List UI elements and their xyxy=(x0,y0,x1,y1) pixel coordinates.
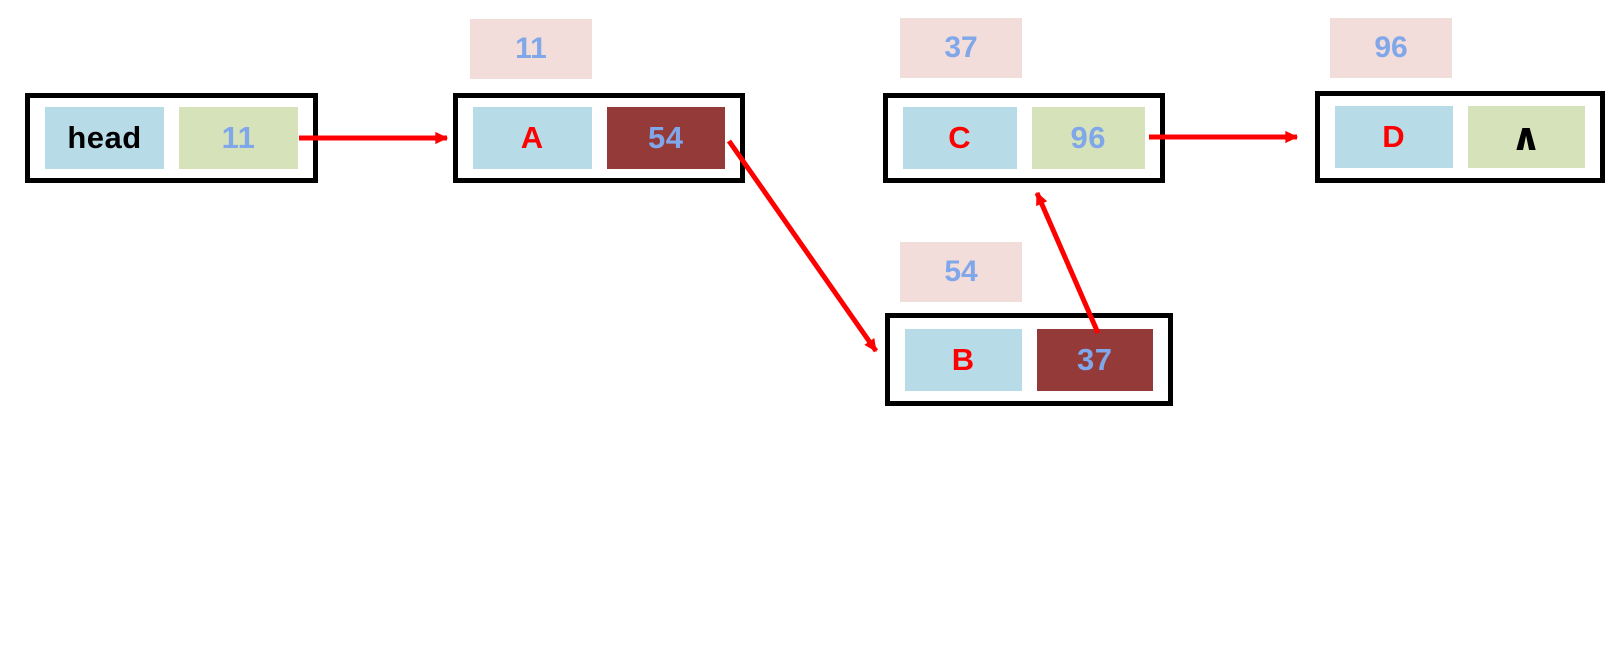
node-c-next-field: 96 xyxy=(1031,107,1145,169)
node-d-null-pointer-field: ∧ xyxy=(1467,106,1585,168)
node-head: head 11 xyxy=(25,93,318,183)
node-a: A 54 xyxy=(453,93,745,183)
node-d-name-field: D xyxy=(1335,106,1453,168)
node-c-name-field: C xyxy=(903,107,1017,169)
head-label: head xyxy=(45,107,164,169)
node-d: D ∧ xyxy=(1315,91,1605,183)
head-pointer-field: 11 xyxy=(179,107,298,169)
address-label-c: 37 xyxy=(900,18,1022,78)
node-b: B 37 xyxy=(885,313,1173,406)
arrow-a-to-b xyxy=(726,139,879,353)
node-a-name-field: A xyxy=(473,107,592,169)
address-label-a: 11 xyxy=(470,19,592,79)
arrow-b-to-c xyxy=(1034,191,1101,334)
address-label-b: 54 xyxy=(900,242,1022,302)
node-a-next-field: 54 xyxy=(606,107,725,169)
node-c: C 96 xyxy=(883,93,1165,183)
node-b-name-field: B xyxy=(905,328,1022,391)
address-label-d: 96 xyxy=(1330,18,1452,78)
node-b-next-field: 37 xyxy=(1036,328,1153,391)
